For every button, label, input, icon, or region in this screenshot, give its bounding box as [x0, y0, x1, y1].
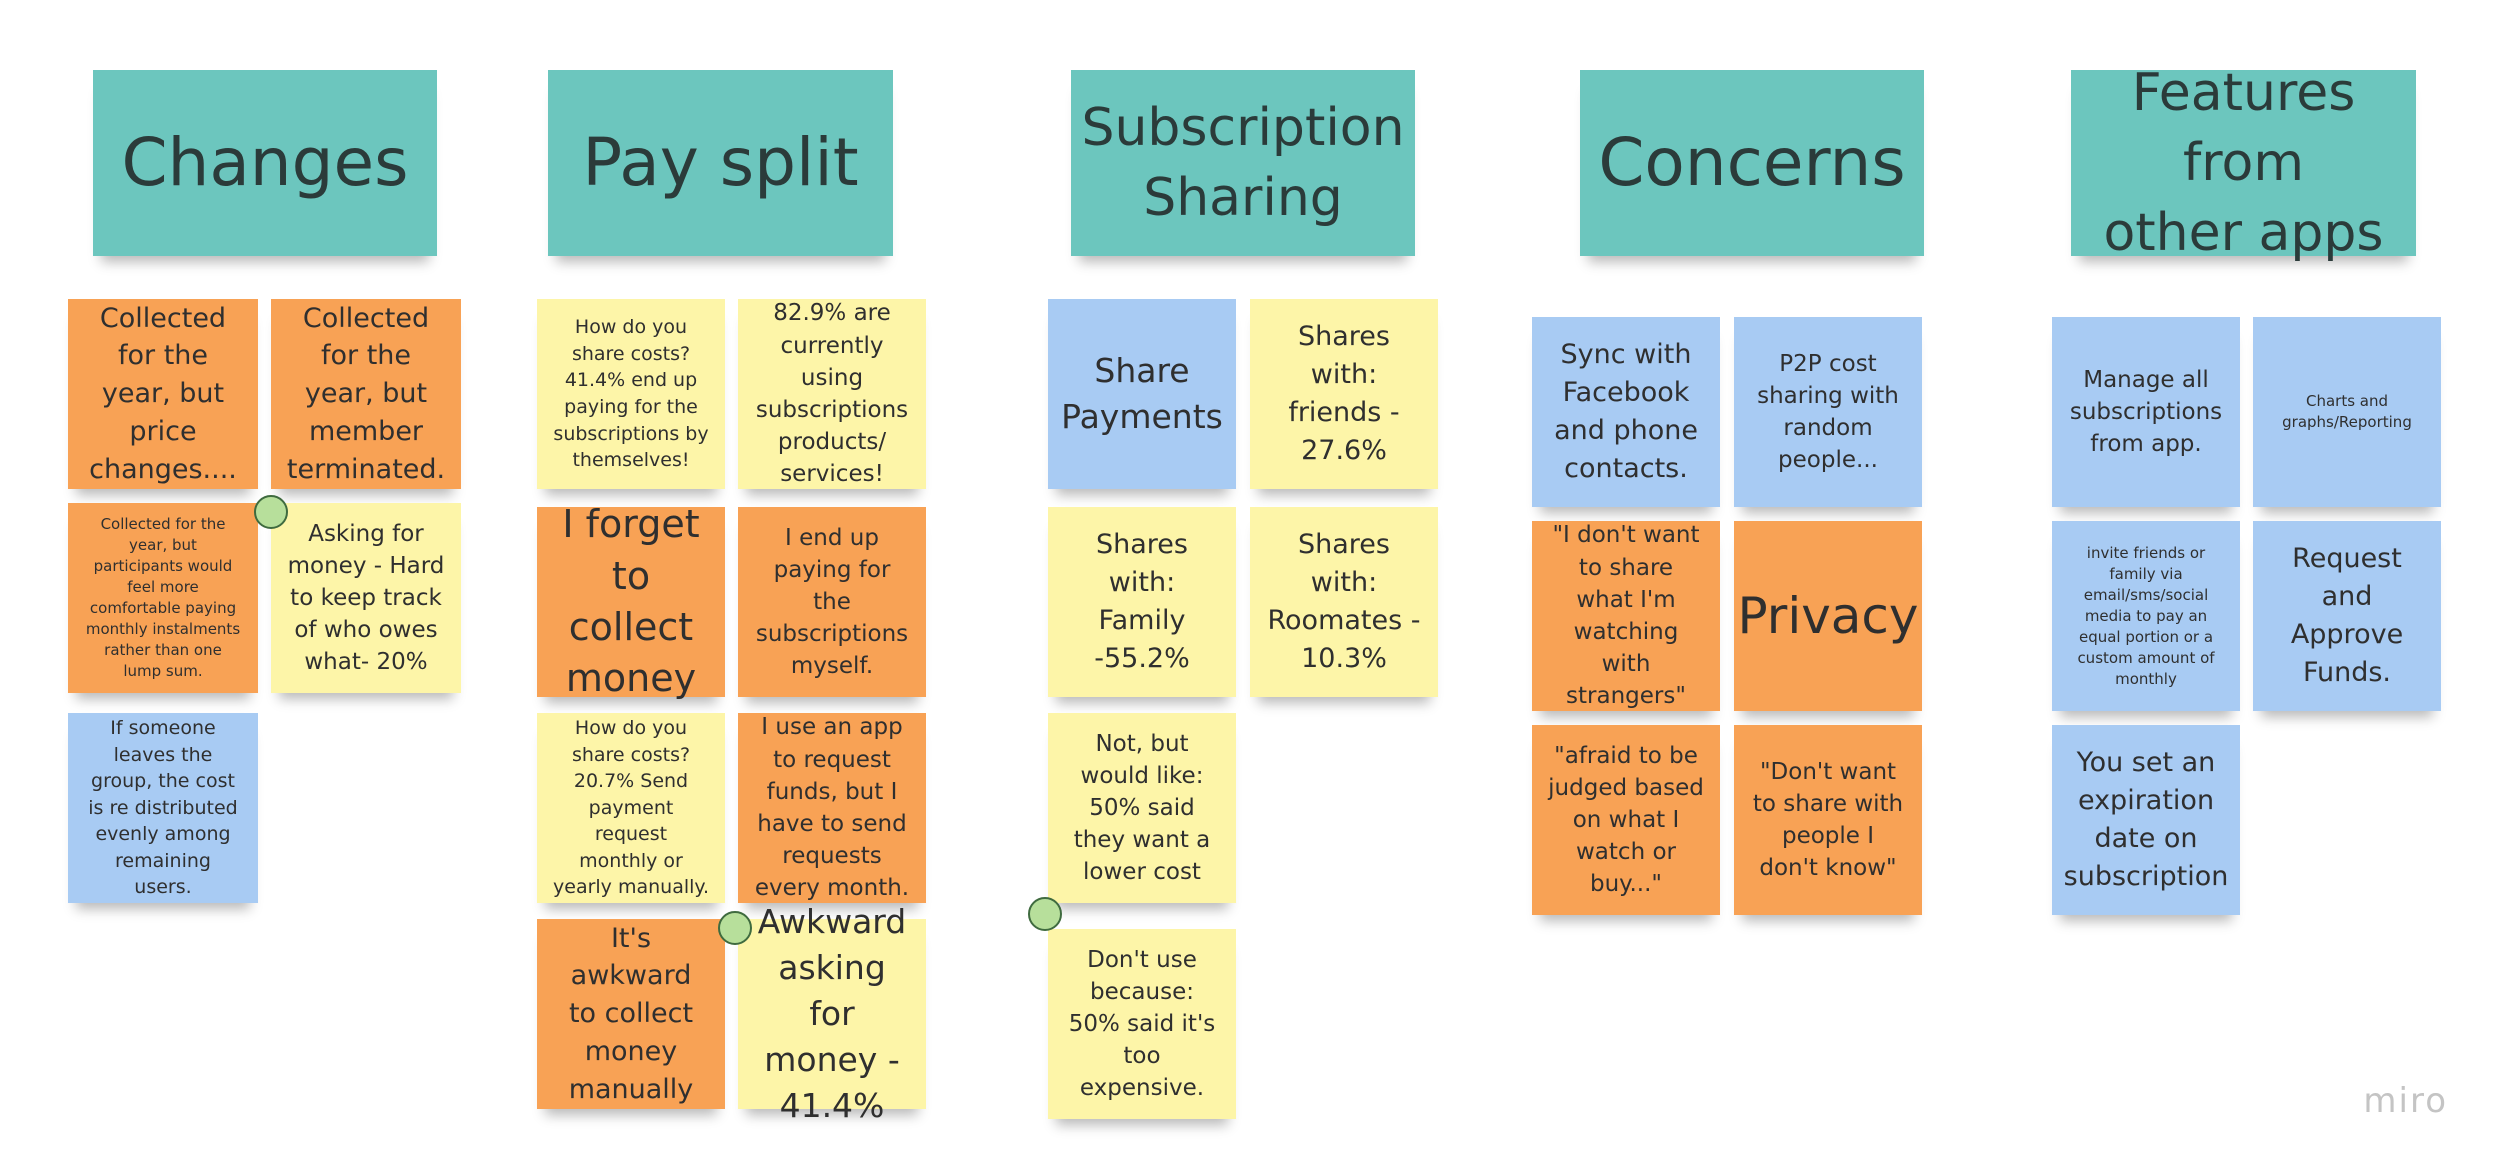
header-subscription-sharing[interactable]: Subscription Sharing	[1071, 70, 1415, 256]
sticky-note[interactable]: Collected for the year, but member termi…	[271, 299, 461, 489]
sticky-note[interactable]: Collected for the year, but participants…	[68, 503, 258, 693]
header-label: Features from other apps	[2103, 62, 2384, 264]
note-text: invite friends or family via email/sms/s…	[2077, 543, 2215, 688]
note-text: Shares with: friends - 27.6%	[1288, 321, 1400, 466]
sticky-note[interactable]: Share Payments	[1048, 299, 1236, 489]
note-text: Collected for the year, but price change…	[89, 302, 237, 485]
note-text: Manage all subscriptions from app.	[2069, 366, 2223, 458]
note-text: Shares with: Roomates - 10.3%	[1267, 529, 1421, 674]
note-text: Awkward asking for money - 41.4%	[757, 901, 907, 1126]
header-label: Changes	[121, 123, 409, 201]
sticky-note[interactable]: If someone leaves the group, the cost is…	[68, 713, 258, 903]
note-text: I use an app to request funds, but I hav…	[754, 714, 910, 902]
sticky-note[interactable]: Awkward asking for money - 41.4%	[738, 902, 926, 1125]
note-text: P2P cost sharing with random people...	[1757, 350, 1899, 474]
sticky-note[interactable]: "I don't want to share what I'm watching…	[1532, 521, 1720, 711]
note-text: Shares with: Family -55.2%	[1094, 529, 1190, 674]
note-text: It's awkward to collect money manually	[568, 922, 694, 1105]
sticky-note[interactable]: I end up paying for the subscriptions my…	[738, 507, 926, 697]
sticky-note[interactable]: You set an expiration date on subscripti…	[2052, 725, 2240, 915]
sticky-note[interactable]: Charts and graphs/Reporting	[2253, 317, 2441, 507]
note-text: "afraid to be judged based on what I wat…	[1548, 742, 1704, 898]
sticky-note[interactable]: invite friends or family via email/sms/s…	[2052, 521, 2240, 711]
header-features[interactable]: Features from other apps	[2071, 63, 2416, 263]
note-text: Collected for the year, but participants…	[85, 515, 241, 680]
note-text: Don't use because: 50% said it's too exp…	[1068, 946, 1216, 1102]
vote-dot-icon[interactable]	[1028, 897, 1062, 931]
note-text: Collected for the year, but member termi…	[286, 302, 446, 485]
sticky-note[interactable]: P2P cost sharing with random people...	[1734, 317, 1922, 507]
note-text: Charts and graphs/Reporting	[2282, 392, 2412, 431]
sticky-note[interactable]: Sync with Facebook and phone contacts.	[1532, 317, 1720, 507]
note-text: How do you share costs? 41.4% end up pay…	[553, 316, 709, 472]
header-label: Concerns	[1598, 123, 1906, 201]
sticky-note[interactable]: I use an app to request funds, but I hav…	[738, 713, 926, 903]
note-text: 82.9% are currently using subscriptions …	[755, 300, 909, 488]
note-text: If someone leaves the group, the cost is…	[88, 716, 238, 899]
sticky-note[interactable]: Shares with: Roomates - 10.3%	[1250, 507, 1438, 697]
note-text: Sync with Facebook and phone contacts.	[1554, 339, 1698, 484]
vote-dot-icon[interactable]	[718, 911, 752, 945]
sticky-note[interactable]: Privacy	[1734, 521, 1922, 711]
note-text: Request and Approve Funds.	[2290, 543, 2404, 688]
sticky-note[interactable]: Collected for the year, but price change…	[68, 299, 258, 489]
note-text: I end up paying for the subscriptions my…	[755, 524, 909, 680]
sticky-note[interactable]: How do you share costs? 41.4% end up pay…	[537, 299, 725, 489]
sticky-note[interactable]: Request and Approve Funds.	[2253, 521, 2441, 711]
sticky-note[interactable]: Asking for money - Hard to keep track of…	[271, 503, 461, 693]
note-text: How do you share costs? 20.7% Send payme…	[553, 716, 709, 899]
note-text: Not, but would like: 50% said they want …	[1073, 730, 1211, 886]
vote-dot-icon[interactable]	[254, 495, 288, 529]
header-pay-split[interactable]: Pay split	[548, 70, 893, 256]
sticky-note[interactable]: I forget to collect money	[537, 502, 725, 700]
sticky-note[interactable]: "Don't want to share with people I don't…	[1734, 725, 1922, 915]
note-text: You set an expiration date on subscripti…	[2063, 747, 2229, 892]
header-concerns[interactable]: Concerns	[1580, 70, 1924, 256]
note-text: Privacy	[1737, 586, 1919, 645]
note-text: "Don't want to share with people I don't…	[1752, 758, 1904, 882]
sticky-note[interactable]: "afraid to be judged based on what I wat…	[1532, 725, 1720, 915]
sticky-note[interactable]: 82.9% are currently using subscriptions …	[738, 299, 926, 489]
sticky-note[interactable]: Shares with: friends - 27.6%	[1250, 299, 1438, 489]
sticky-note[interactable]: Don't use because: 50% said it's too exp…	[1048, 929, 1236, 1119]
sticky-note[interactable]: Manage all subscriptions from app.	[2052, 317, 2240, 507]
miro-logo: miro	[2363, 1081, 2448, 1121]
header-label: Pay split	[582, 123, 859, 201]
header-changes[interactable]: Changes	[93, 70, 437, 256]
sticky-note[interactable]: Shares with: Family -55.2%	[1048, 507, 1236, 697]
note-text: Share Payments	[1061, 350, 1223, 436]
note-text: "I don't want to share what I'm watching…	[1552, 522, 1700, 710]
sticky-note[interactable]: Not, but would like: 50% said they want …	[1048, 713, 1236, 903]
header-label: Subscription Sharing	[1081, 97, 1405, 228]
sticky-note[interactable]: It's awkward to collect money manually	[537, 919, 725, 1109]
note-text: I forget to collect money	[562, 502, 700, 701]
note-text: Asking for money - Hard to keep track of…	[287, 520, 445, 676]
sticky-note[interactable]: How do you share costs? 20.7% Send payme…	[537, 713, 725, 903]
